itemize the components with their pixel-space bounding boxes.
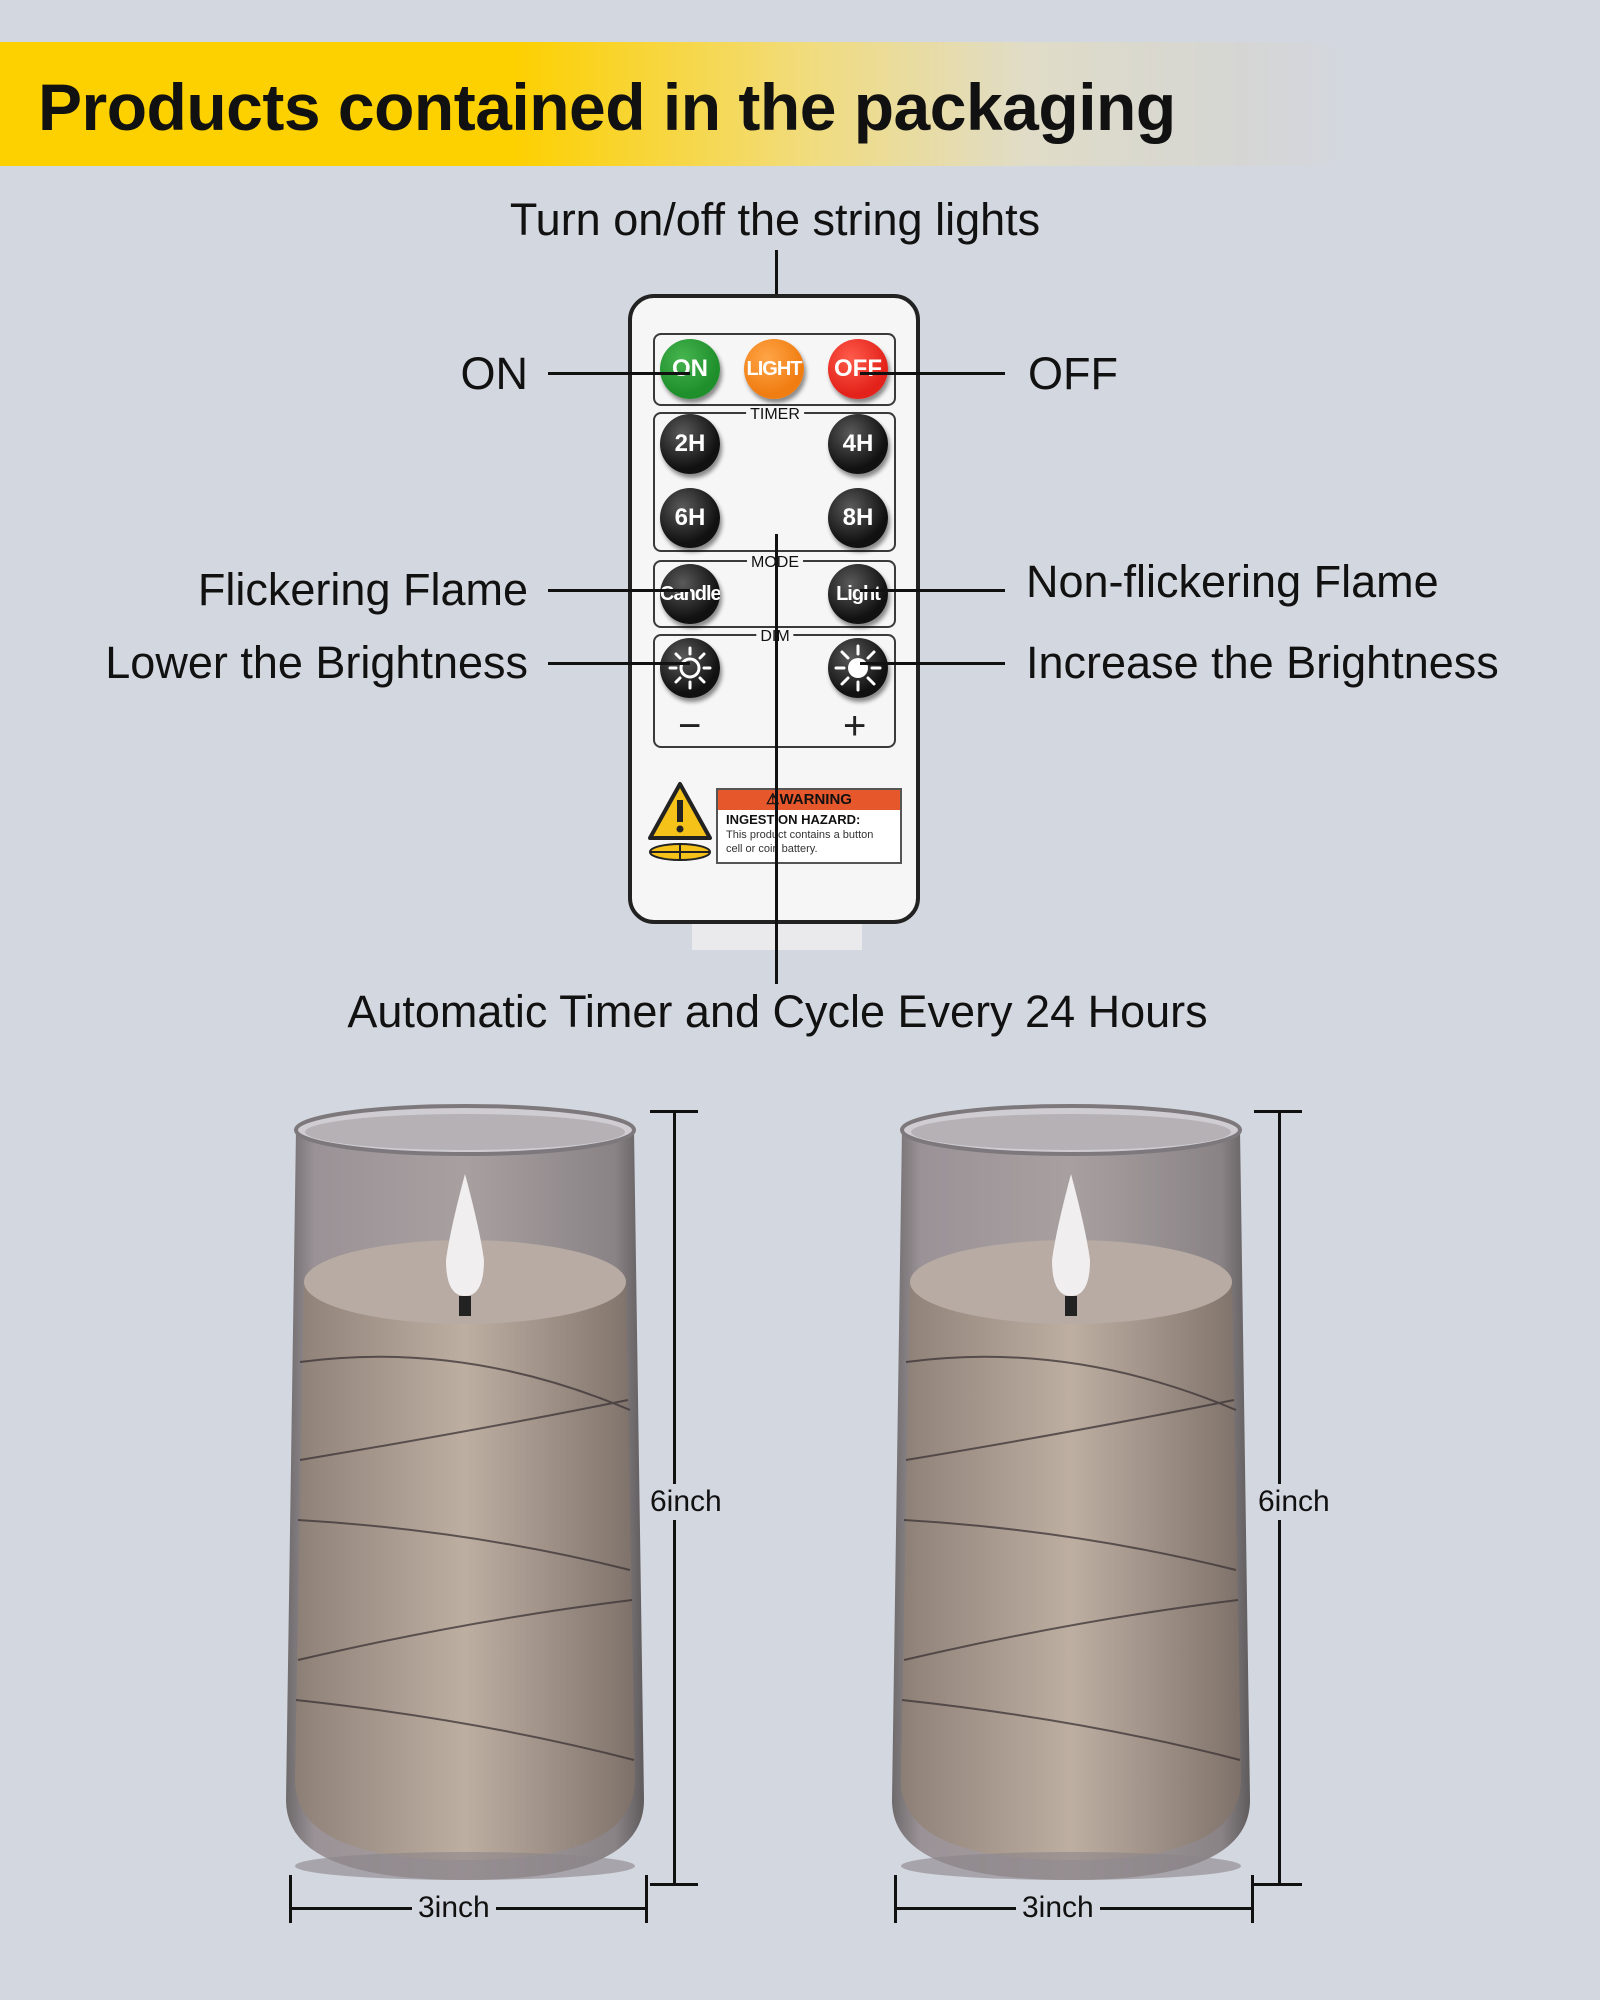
dim-down-button[interactable]: [660, 638, 720, 698]
label-on: ON: [460, 348, 529, 399]
candle-1-width-label: 3inch: [412, 1890, 496, 1926]
light-mode-button[interactable]: Light: [828, 564, 888, 624]
label-off: OFF: [1028, 348, 1118, 399]
plus-sign: +: [843, 704, 867, 748]
label-non-flickering-flame: Non-flickering Flame: [1026, 556, 1439, 607]
power-button-group: [653, 333, 896, 406]
minus-sign: −: [678, 704, 702, 748]
light-button[interactable]: LIGHT: [744, 339, 804, 399]
candle-1-image: [286, 1104, 644, 1880]
header-banner: [0, 42, 1350, 166]
on-button[interactable]: ON: [660, 339, 720, 399]
label-string-lights: Turn on/off the string lights: [509, 194, 1041, 245]
timer-8h-button[interactable]: 8H: [828, 488, 888, 548]
candle-mode-button[interactable]: Candle: [660, 564, 720, 624]
label-lower-brightness: Lower the Brightness: [105, 637, 528, 688]
candle-2-width-label: 3inch: [1016, 1890, 1100, 1926]
off-button[interactable]: OFF: [828, 339, 888, 399]
callout-line-lower: [548, 662, 690, 665]
callout-line-timer: [775, 534, 778, 984]
callout-line-non-flickering: [860, 589, 1005, 592]
label-flickering-flame: Flickering Flame: [197, 564, 528, 615]
timer-2h-button[interactable]: 2H: [660, 414, 720, 474]
callout-line-off: [860, 372, 1005, 375]
dim-up-button[interactable]: [828, 638, 888, 698]
warning-label: ⚠WARNING INGESTION HAZARD: This product …: [716, 788, 902, 864]
warning-text-2: cell or coin battery.: [726, 843, 818, 855]
label-automatic-timer: Automatic Timer and Cycle Every 24 Hours: [347, 986, 1208, 1037]
label-increase-brightness: Increase the Brightness: [1026, 637, 1499, 688]
sun-filled-icon: [834, 644, 882, 692]
warning-hazard: INGESTION HAZARD:: [726, 812, 861, 827]
candle-2-image: [892, 1104, 1250, 1880]
page-title: Products contained in the packaging: [38, 70, 1176, 144]
candle-2-width-left-tick: [894, 1875, 897, 1923]
candle-2-width-right-tick: [1251, 1875, 1254, 1923]
candle-2-height-label: 6inch: [1252, 1484, 1336, 1520]
timer-4h-button[interactable]: 4H: [828, 414, 888, 474]
warning-triangle-icon: [648, 782, 712, 861]
callout-line-on: [548, 372, 690, 375]
warning-text-1: This product contains a button: [726, 829, 874, 841]
warning-title: ⚠WARNING: [718, 790, 900, 810]
timer-6h-button[interactable]: 6H: [660, 488, 720, 548]
sun-outline-icon: [668, 646, 712, 690]
callout-line-flickering: [548, 589, 690, 592]
callout-line-increase: [860, 662, 1005, 665]
candle-1-height-label: 6inch: [644, 1484, 728, 1520]
candle-1-width-right-tick: [645, 1875, 648, 1923]
candle-1-width-left-tick: [289, 1875, 292, 1923]
timer-group-label: TIMER: [746, 406, 804, 424]
